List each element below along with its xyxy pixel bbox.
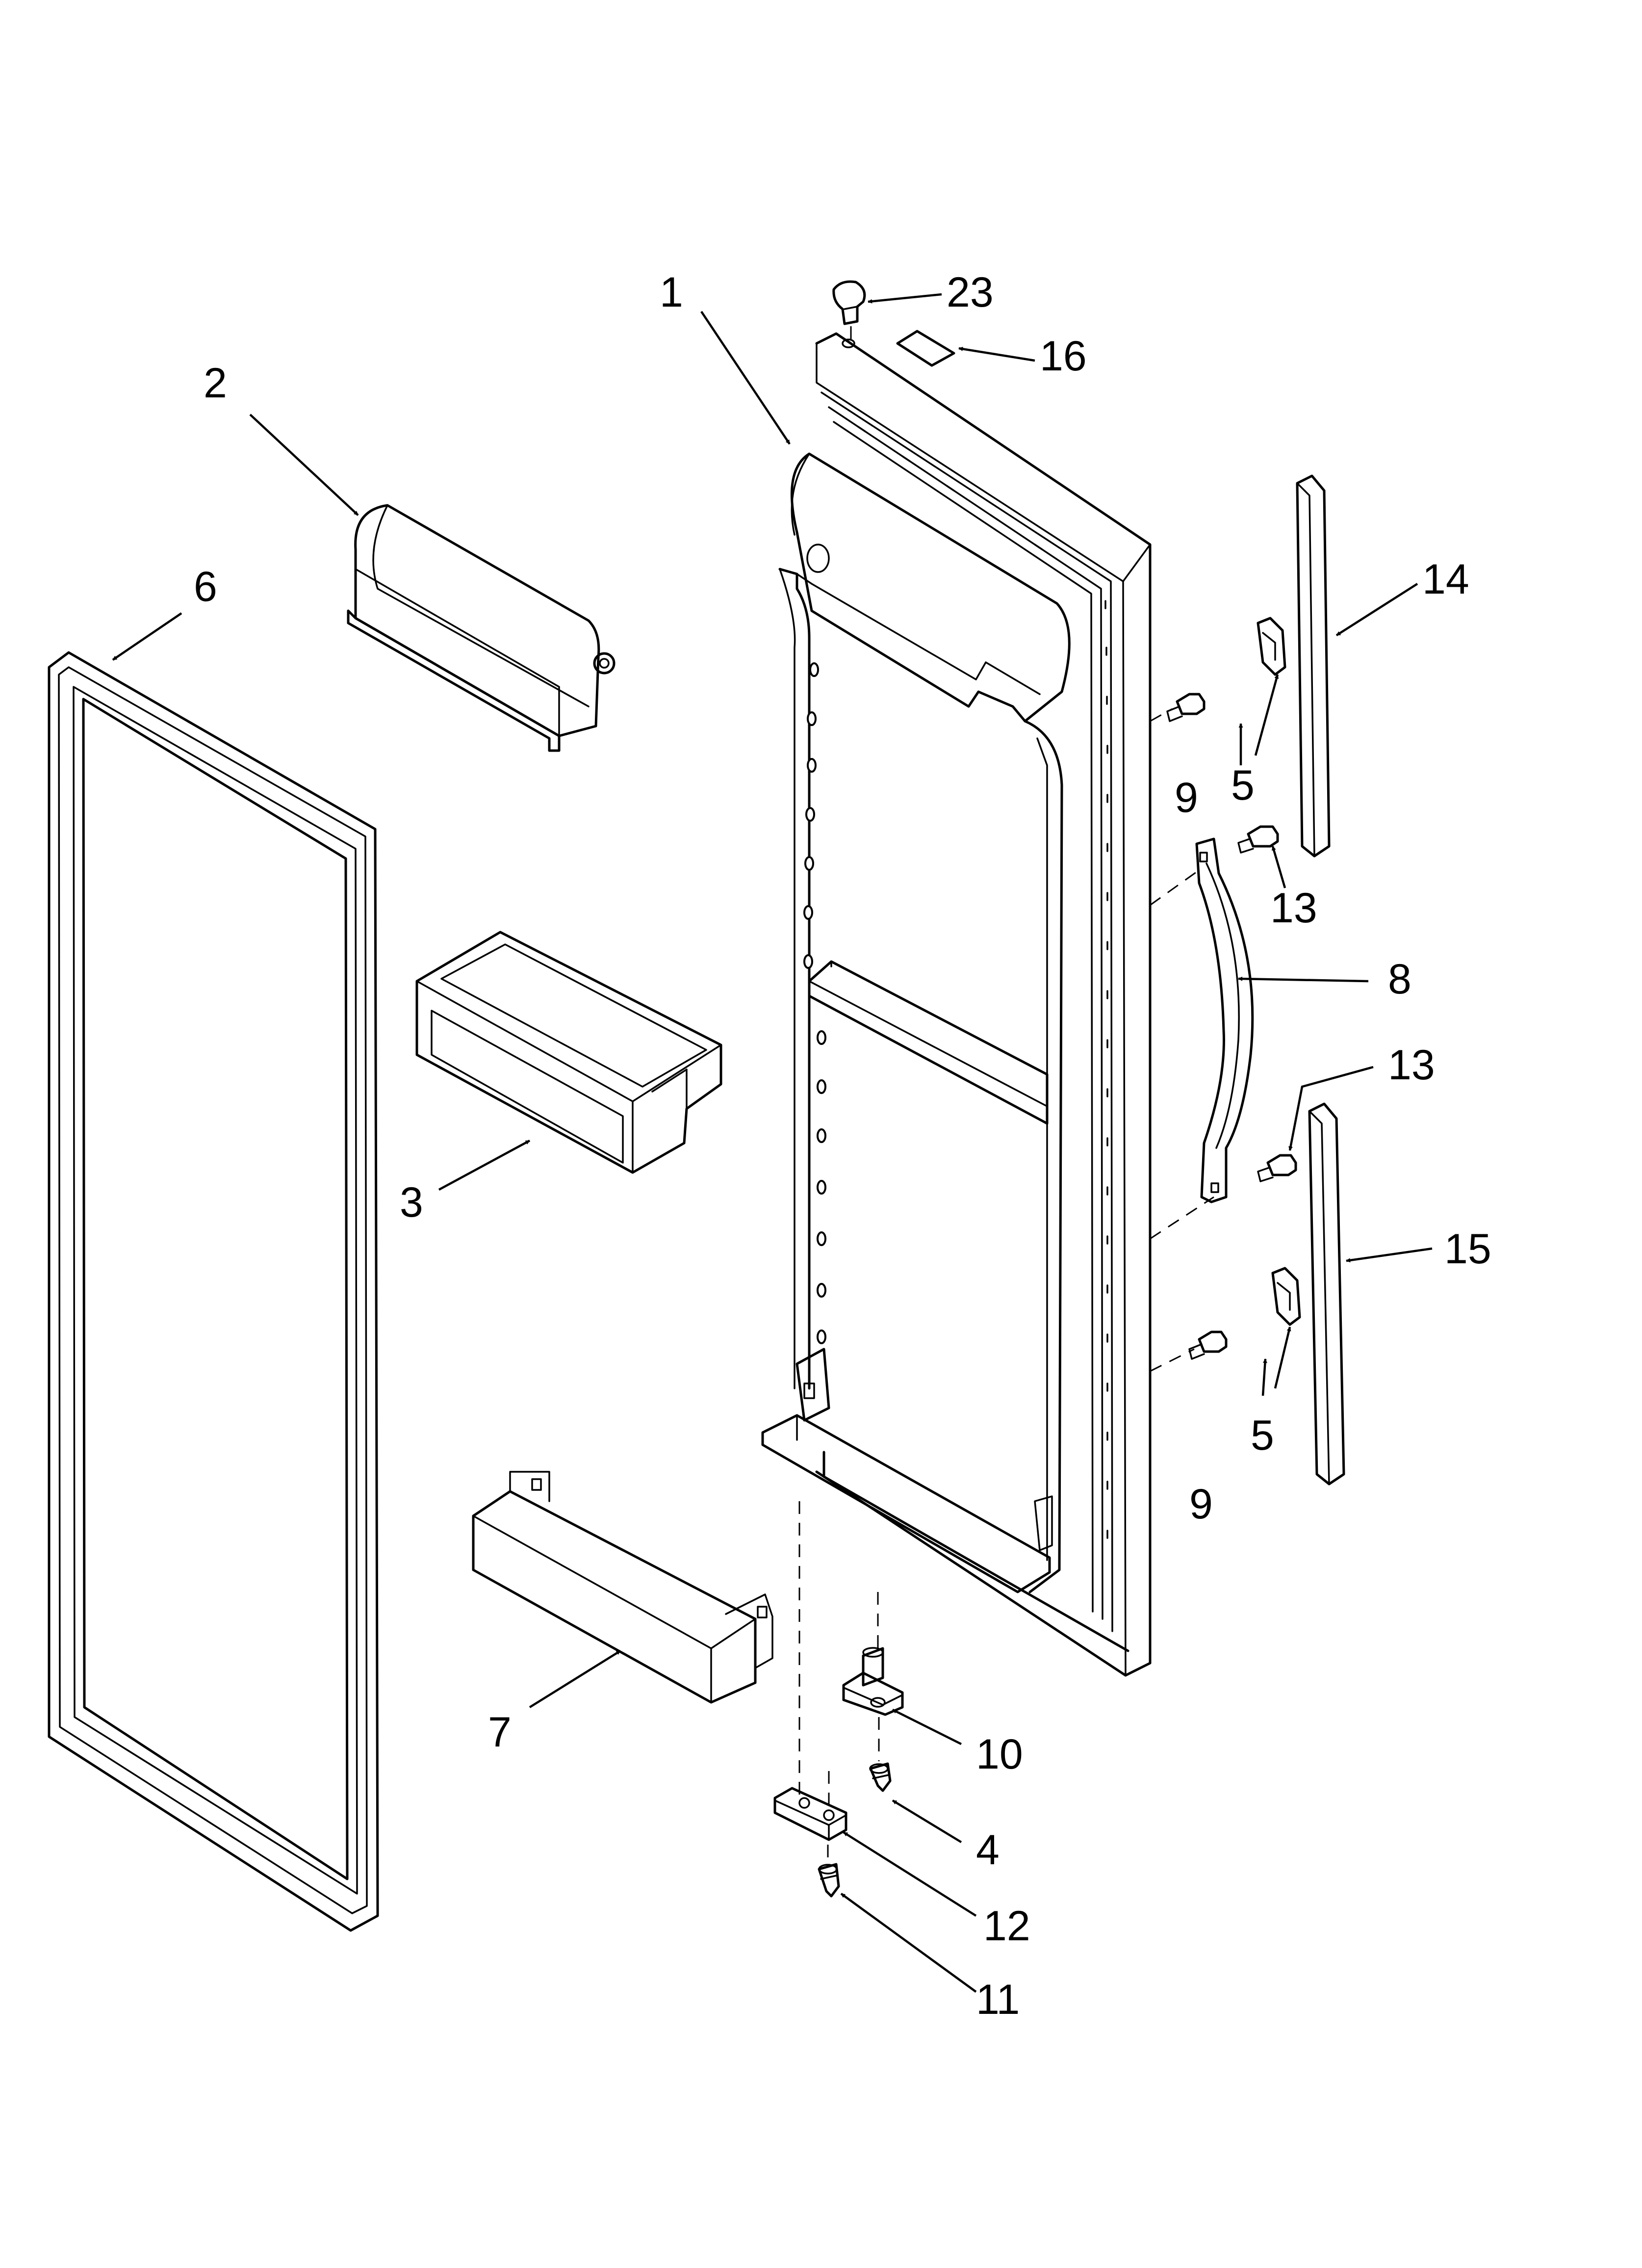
callout-1: 1 (660, 269, 683, 316)
callout-11: 11 (976, 1976, 1020, 2023)
screw-upper-part (1166, 693, 1206, 722)
door-shelf-rail-part (472, 1471, 773, 1704)
clip-lower-part (1271, 1267, 1301, 1326)
dispenser-cover-part (347, 504, 616, 752)
assembly-dash-lines (1150, 708, 1214, 1372)
callout-9b: 9 (1189, 1481, 1213, 1528)
handle-screw-lower-part (1257, 1154, 1297, 1182)
door-assembly-part (761, 332, 1152, 1677)
callout-labels: 1 2 3 4 5 5 6 7 8 9 9 10 11 12 13 13 14 … (194, 269, 1491, 2023)
callout-2: 2 (204, 360, 227, 407)
callout-16: 16 (1040, 333, 1087, 380)
door-gasket-part (48, 651, 379, 1932)
callout-3: 3 (400, 1179, 423, 1226)
callout-5b: 5 (1251, 1412, 1274, 1459)
callout-4: 4 (976, 1826, 1000, 1874)
upper-trim-strip-part (1296, 474, 1331, 858)
callout-13b: 13 (1388, 1042, 1435, 1089)
callout-13a: 13 (1270, 885, 1317, 932)
callout-9a: 9 (1175, 774, 1198, 821)
handle-part (1195, 837, 1254, 1203)
callout-10: 10 (976, 1731, 1023, 1778)
hinge-pin-part (842, 1592, 904, 1716)
bottom-hinge-part (773, 1771, 847, 1841)
callout-14: 14 (1422, 556, 1469, 603)
callout-15: 15 (1444, 1225, 1491, 1273)
callout-7: 7 (488, 1709, 512, 1756)
callout-23: 23 (947, 269, 994, 316)
callout-6: 6 (194, 563, 217, 610)
callout-8: 8 (1388, 956, 1411, 1003)
screw-lower-part (1188, 1330, 1228, 1360)
lower-trim-strip-part (1308, 1102, 1345, 1486)
door-liner-holes (803, 662, 826, 1344)
bottom-hinge-screw-part (798, 1501, 840, 1898)
label-part (896, 330, 955, 367)
handle-screw-upper-part (1237, 825, 1279, 854)
plug-part (832, 280, 866, 343)
callout-5a: 5 (1231, 762, 1255, 809)
clip-upper-part (1257, 617, 1286, 676)
leader-lines (112, 293, 1433, 1993)
door-bin-part (415, 931, 722, 1174)
hinge-screw-part (869, 1717, 892, 1792)
callout-12: 12 (983, 1903, 1030, 1950)
